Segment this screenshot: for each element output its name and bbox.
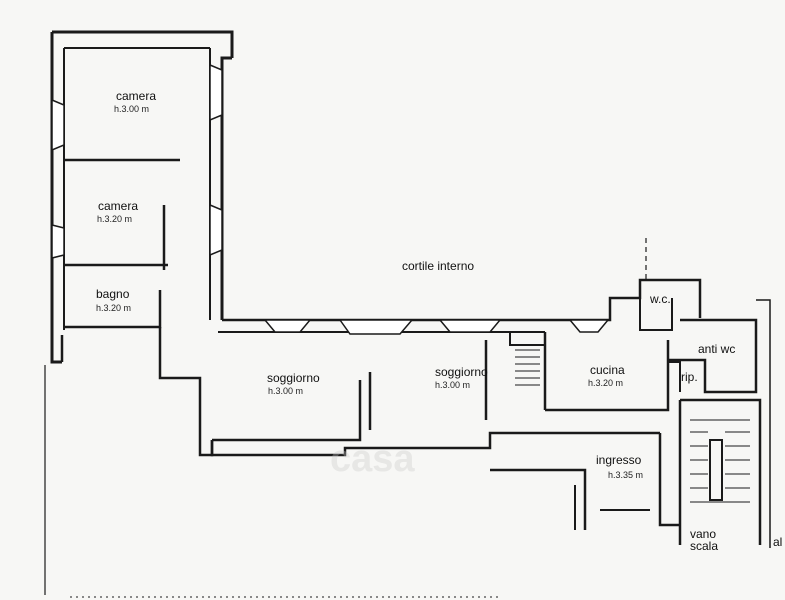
room-label-cucina: cucina bbox=[590, 363, 625, 377]
wall-west-wing bbox=[50, 30, 234, 364]
wall-courtyard-facade bbox=[222, 278, 702, 322]
window-2 bbox=[338, 319, 414, 335]
watermark: casa bbox=[330, 438, 415, 480]
room-label-vano: vano bbox=[690, 527, 717, 541]
room-label-soggiorno-2: soggiorno bbox=[435, 365, 488, 379]
edge-label-al: al bbox=[773, 535, 783, 549]
wall-stairwell bbox=[678, 398, 762, 545]
wall-soggiorno-south bbox=[210, 380, 660, 457]
stairwell-core bbox=[709, 439, 723, 501]
window-3 bbox=[438, 319, 502, 333]
window-1 bbox=[263, 319, 312, 333]
courtyard-label: cortile interno bbox=[402, 259, 475, 273]
room-height-camera-1: h.3.00 m bbox=[114, 104, 150, 114]
stair-steps bbox=[515, 349, 540, 386]
room-label-rip: rip. bbox=[681, 370, 698, 384]
wall-cucina bbox=[543, 332, 670, 412]
room-label-camera-1: camera bbox=[116, 89, 157, 103]
room-label-scala: scala bbox=[690, 539, 719, 553]
window-west-2 bbox=[209, 203, 223, 257]
room-height-soggiorno-1: h.3.00 m bbox=[268, 386, 304, 396]
room-label-ingresso: ingresso bbox=[596, 453, 642, 467]
room-label-anti-wc: anti wc bbox=[698, 342, 736, 356]
stairwell-steps bbox=[690, 419, 750, 503]
room-height-soggiorno-2: h.3.00 m bbox=[435, 380, 471, 390]
room-label-wc: w.c. bbox=[650, 292, 671, 306]
wall-wc bbox=[639, 298, 673, 331]
wall-camera-divider bbox=[64, 158, 180, 270]
room-label-camera-2: camera bbox=[98, 199, 139, 213]
wall-anti-wc bbox=[668, 318, 758, 394]
window-west-1 bbox=[209, 63, 223, 122]
window-west-3 bbox=[51, 98, 65, 152]
room-label-soggiorno-1: soggiorno bbox=[267, 371, 320, 385]
room-label-bagno: bagno bbox=[96, 287, 130, 301]
wall-ingresso-inner bbox=[574, 485, 650, 530]
wall-east-edge bbox=[756, 299, 771, 548]
window-4 bbox=[568, 319, 610, 333]
room-height-cucina: h.3.20 m bbox=[588, 378, 624, 388]
room-height-camera-2: h.3.20 m bbox=[97, 214, 133, 224]
window-west-4 bbox=[51, 224, 65, 259]
wall-corridor bbox=[60, 327, 214, 457]
wall-rip bbox=[668, 361, 681, 392]
room-height-bagno: h.3.20 m bbox=[96, 303, 132, 313]
wall-ingresso bbox=[490, 433, 680, 530]
room-height-ingresso: h.3.35 m bbox=[608, 470, 644, 480]
